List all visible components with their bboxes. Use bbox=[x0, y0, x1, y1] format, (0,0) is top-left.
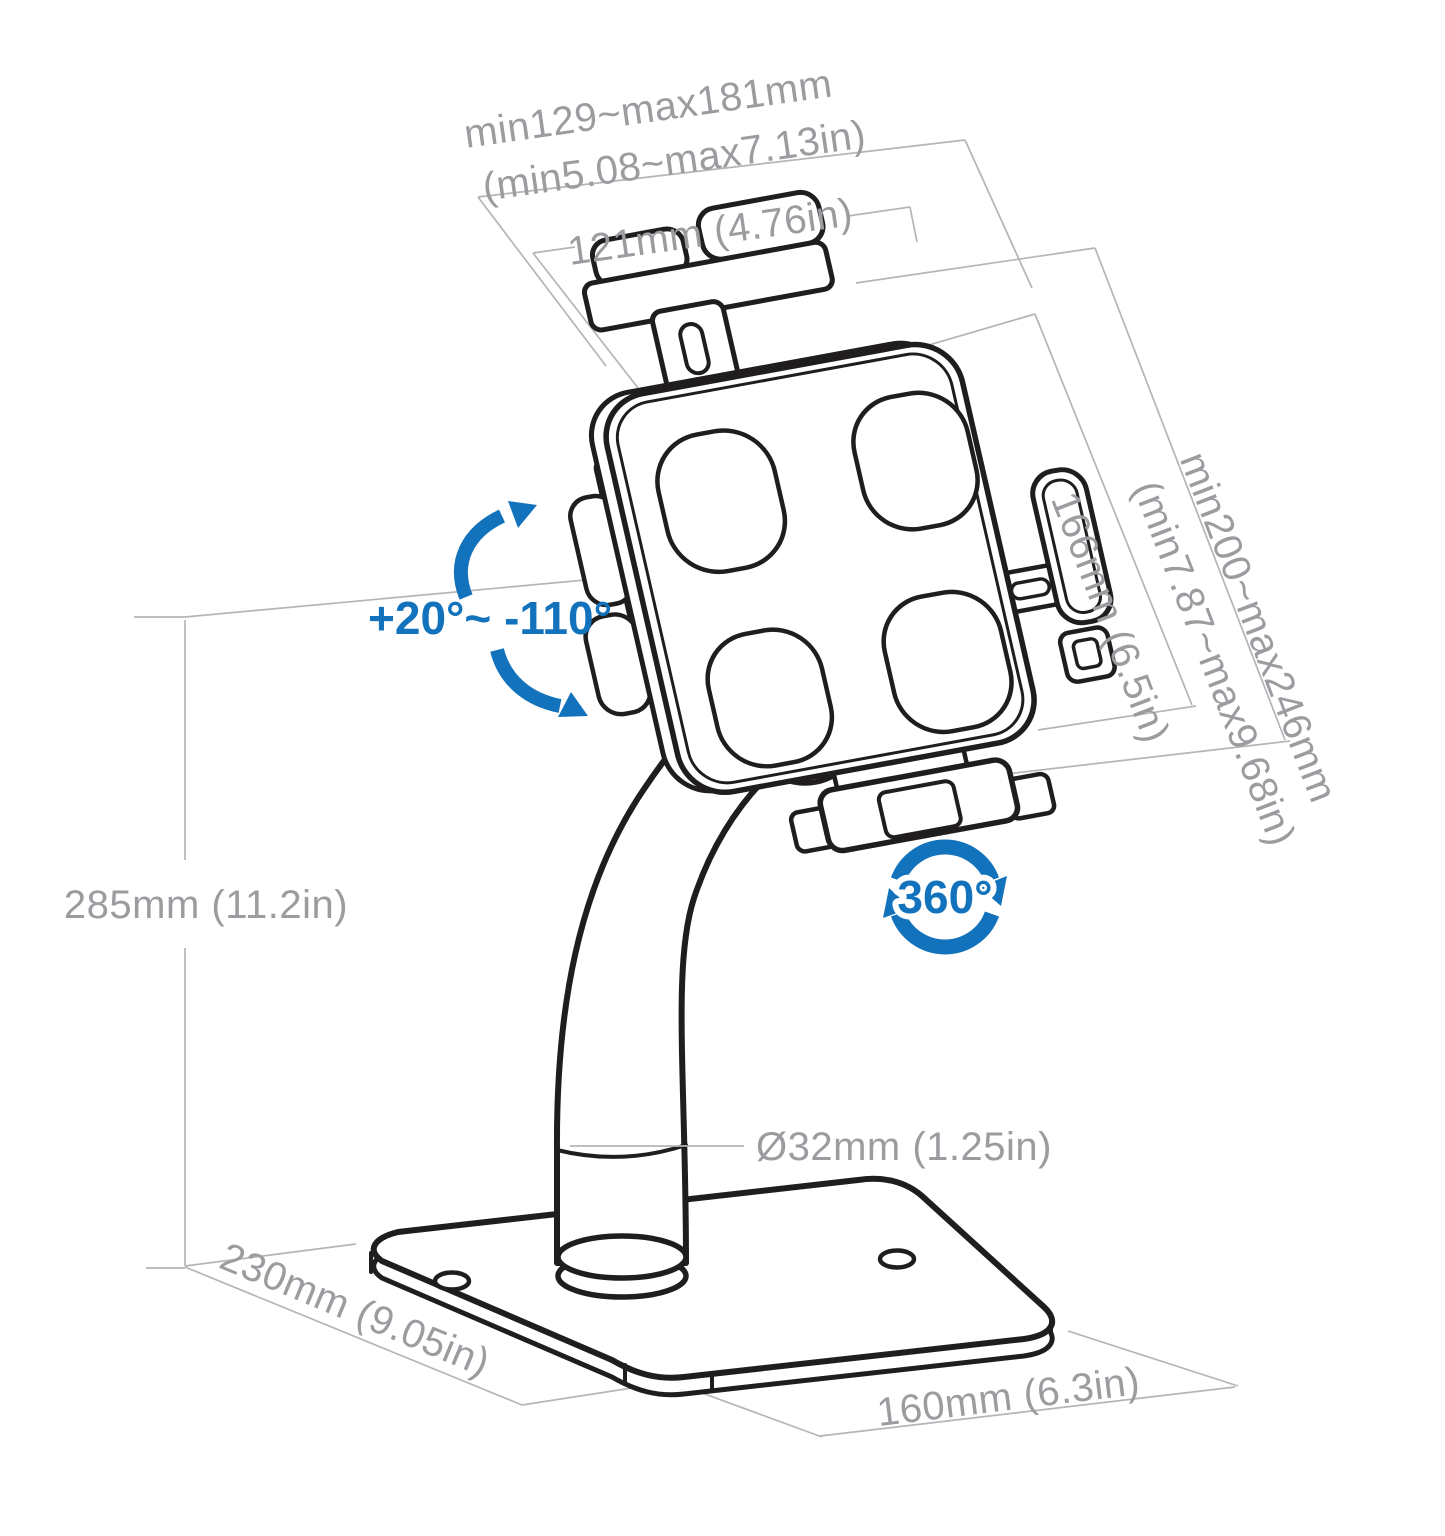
rotation-360-icon: 360° bbox=[883, 839, 1007, 955]
tilt-range-label: +20°~ -110° bbox=[368, 592, 612, 644]
holder-top-clamp bbox=[581, 189, 835, 398]
pole-seam-line bbox=[555, 1143, 688, 1159]
tilt-down-arrow-icon bbox=[490, 647, 562, 713]
tilt-down-arrowhead-icon bbox=[558, 692, 588, 717]
dim-pole-diameter-label: Ø32mm (1.25in) bbox=[756, 1125, 1052, 1169]
tilt-up-arrowhead-icon bbox=[508, 501, 537, 528]
holder-plate-inner-line bbox=[615, 352, 1025, 785]
base-screw-hole-left bbox=[432, 1270, 472, 1292]
tablet-holder-drawing bbox=[568, 189, 1117, 854]
dim-bracket-width-lines bbox=[532, 206, 918, 389]
pole-collar-upper bbox=[555, 1233, 689, 1281]
rotation-label: 360° bbox=[897, 871, 992, 923]
tilt-up-arrow-icon bbox=[453, 509, 506, 600]
base-plate-top-face bbox=[370, 1175, 1056, 1381]
tilt-annotation: +20°~ -110° bbox=[368, 501, 612, 717]
holder-corner-pads bbox=[655, 390, 1014, 769]
dim-stand-height-label: 285mm (11.2in) bbox=[64, 883, 348, 927]
dim-pole-diameter: Ø32mm (1.25in) bbox=[570, 1125, 1052, 1169]
top-clamp-slot bbox=[678, 322, 711, 376]
base-screw-hole-right bbox=[877, 1248, 917, 1270]
dim-holder-width-range-lines bbox=[477, 139, 1033, 367]
base-plate-drawing bbox=[369, 1175, 1056, 1398]
